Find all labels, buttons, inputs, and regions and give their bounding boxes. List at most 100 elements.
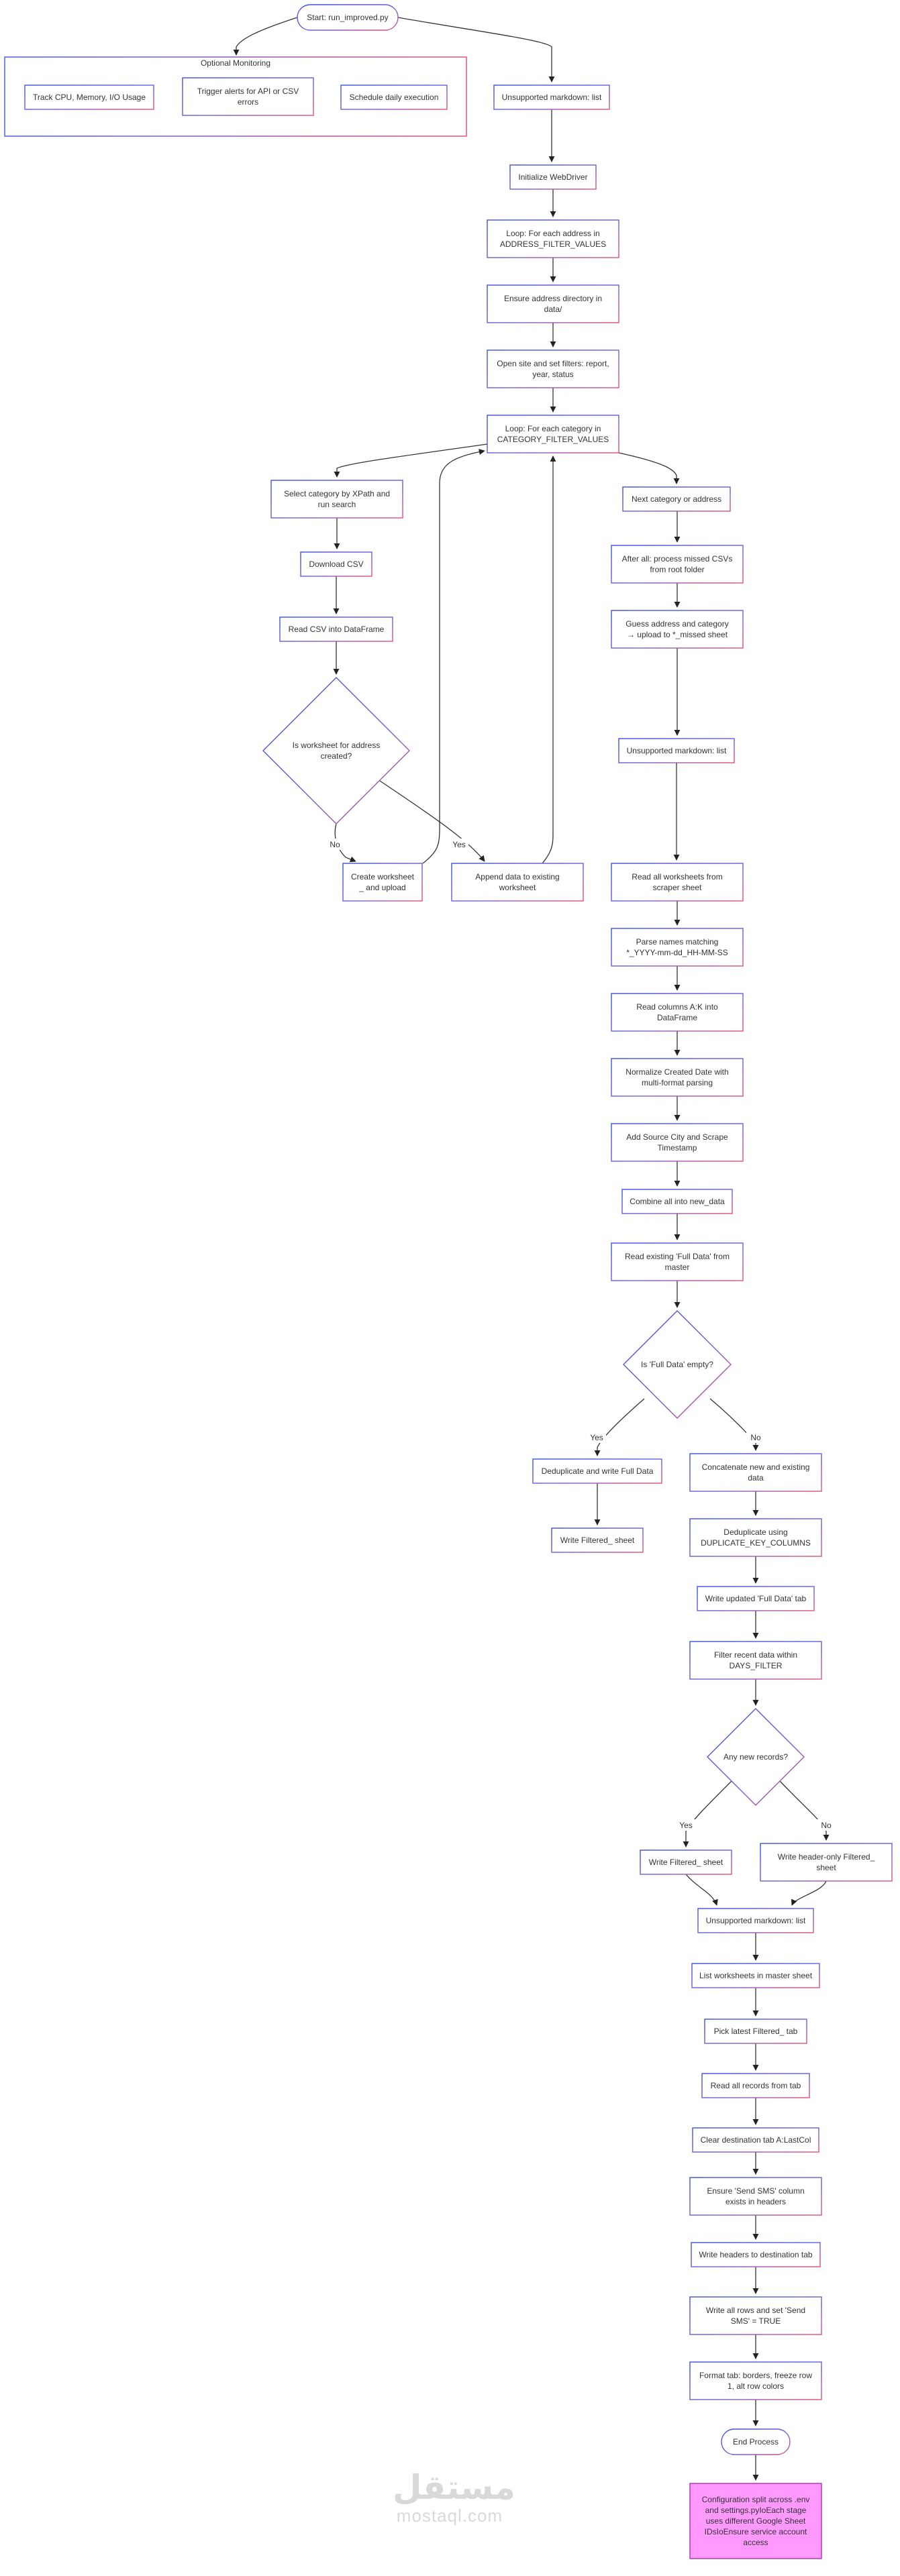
- edge-filtered2-to-unsupported3: [685, 1874, 718, 1906]
- node-list-ws: List worksheets in master sheet: [691, 1963, 820, 1988]
- node-read-csv: Read CSV into DataFrame: [279, 616, 393, 642]
- node-create-ws: Create worksheet_ and upload: [342, 863, 423, 902]
- node-dedup-write: Deduplicate and write Full Data: [532, 1458, 662, 1484]
- node-any-new: Any new records?: [707, 1708, 805, 1806]
- edge-label-bg: [450, 839, 468, 850]
- group-frame: [4, 56, 467, 137]
- node-label: Write Filtered_ sheet: [649, 1858, 723, 1867]
- node-label: Unsupported markdown: list: [706, 1916, 806, 1925]
- edge-decision-yes-to-append: [375, 777, 485, 862]
- edge-label-no: No: [821, 1821, 832, 1830]
- node-unsupported2: Unsupported markdown: list: [618, 738, 735, 763]
- node-label: Parse names matching*_YYYY-mm-dd_HH-MM-S…: [626, 937, 728, 957]
- node-label: Write headers to destination tab: [699, 2250, 813, 2259]
- node-open-site: Open site and set filters: report,year, …: [487, 350, 619, 388]
- node-is-full-empty: Is 'Full Data' empty?: [623, 1310, 732, 1419]
- edge-loop-category-to-next: [618, 452, 680, 484]
- edge-label-bg: [587, 1432, 606, 1443]
- node-label: Create worksheet_ and upload: [351, 872, 415, 892]
- node-write-updated: Write updated 'Full Data' tab: [697, 1586, 815, 1611]
- node-label: Start: run_improved.py: [307, 13, 388, 22]
- edge-label-yes: Yes: [679, 1821, 693, 1830]
- watermark: مستقل mostaql.com: [393, 2468, 515, 2526]
- node-label: Initialize WebDriver: [518, 172, 587, 182]
- edge-create-back-to-loop: [422, 449, 485, 864]
- node-unsupported3: Unsupported markdown: list: [697, 1908, 814, 1933]
- watermark-arabic: مستقل: [393, 2468, 515, 2507]
- node-write-header-only: Write header-only Filtered_sheet: [760, 1843, 893, 1882]
- node-label: Track CPU, Memory, I/O Usage: [33, 93, 146, 102]
- node-start: Start: run_improved.py: [297, 4, 399, 31]
- node-label: Open site and set filters: report,year, …: [497, 359, 609, 379]
- node-end: End Process: [721, 2428, 791, 2455]
- node-label: Is 'Full Data' empty?: [641, 1360, 713, 1369]
- edge-label-yes: Yes: [590, 1433, 603, 1442]
- node-label: Download CSV: [309, 559, 363, 569]
- node-label: End Process: [733, 2437, 779, 2447]
- edge-label-no: No: [750, 1433, 761, 1442]
- edge-label-bg: [326, 839, 344, 850]
- node-label: Unsupported markdown: list: [627, 746, 727, 755]
- edge-label-no: No: [330, 840, 340, 849]
- node-read-records: Read all records from tab: [701, 2073, 810, 2098]
- node-init-webdriver: Initialize WebDriver: [509, 164, 597, 190]
- node-combine: Combine all into new_data: [621, 1189, 733, 1214]
- edge-start-to-unsupported1: [397, 17, 555, 83]
- node-mon-schedule: Schedule daily execution: [340, 85, 448, 110]
- node-label: Schedule daily execution: [350, 93, 439, 102]
- node-label: Pick latest Filtered_ tab: [714, 2027, 798, 2036]
- node-label: Write updated 'Full Data' tab: [705, 1594, 807, 1603]
- node-label: List worksheets in master sheet: [699, 1971, 813, 1980]
- node-label: Write header-only Filtered_sheet: [778, 1852, 875, 1872]
- edge-label-bg: [746, 1432, 765, 1443]
- edge-start-to-monitoring: [233, 17, 298, 56]
- node-label: Any new records?: [723, 1752, 788, 1762]
- node-label: Read CSV into DataFrame: [289, 625, 385, 634]
- node-label: Next category or address: [632, 494, 721, 504]
- node-mon-track: Track CPU, Memory, I/O Usage: [24, 85, 154, 110]
- edge-any-new-yes-to-filtered2: [683, 1780, 732, 1847]
- node-write-filtered2: Write Filtered_ sheet: [640, 1849, 732, 1875]
- node-download-csv: Download CSV: [300, 551, 372, 577]
- edge-label-bg: [677, 1819, 695, 1831]
- watermark-latin: mostaql.com: [396, 2506, 503, 2526]
- node-write-filtered1: Write Filtered_ sheet: [551, 1527, 644, 1553]
- optional-monitoring-group: Optional Monitoring: [4, 56, 467, 137]
- node-pick-latest: Pick latest Filtered_ tab: [704, 2019, 807, 2044]
- edge-header-only-to-unsupported3: [791, 1880, 827, 1906]
- node-next-category: Next category or address: [622, 486, 731, 512]
- edge-any-new-no-to-header-only: [779, 1780, 830, 1841]
- edge-full-empty-yes-to-dedup-write: [594, 1398, 645, 1456]
- edge-label-bg: [817, 1819, 836, 1831]
